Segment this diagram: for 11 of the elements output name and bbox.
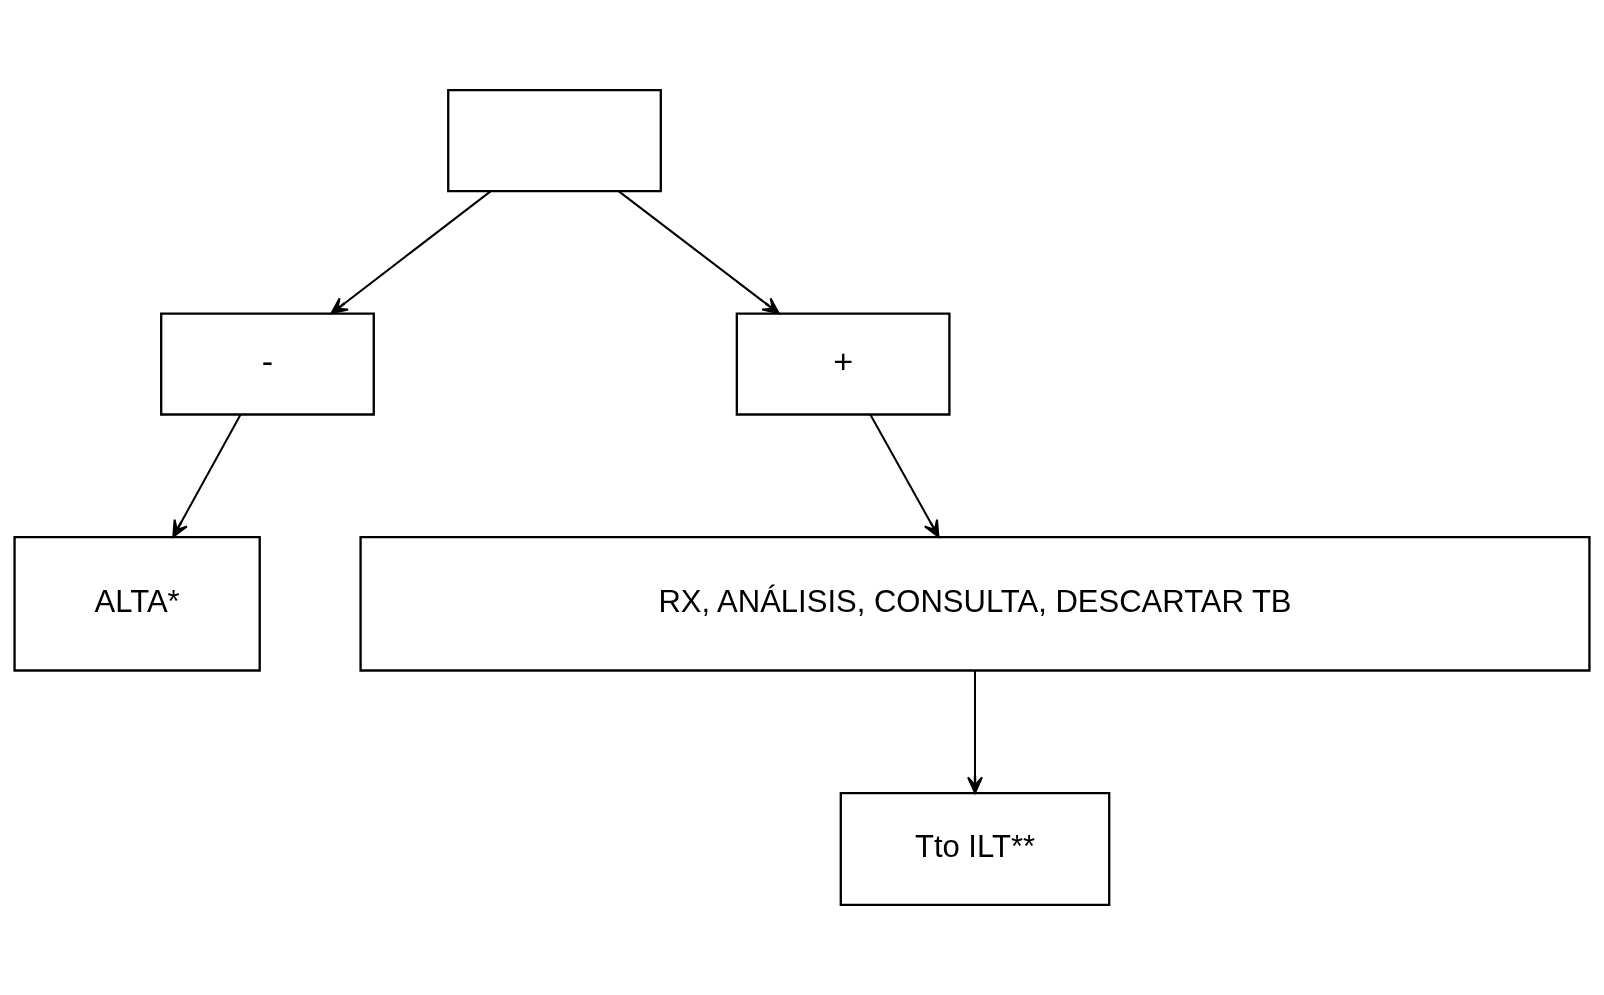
arrow (330, 190, 492, 315)
node-box: - (160, 312, 375, 416)
arrow (869, 414, 940, 538)
arrow (172, 414, 242, 538)
node-box: Tto ILT** (839, 791, 1111, 906)
node-box: ALTA* (13, 535, 261, 672)
node-box: + (735, 312, 951, 416)
node-box: RX, ANÁLISIS, CONSULTA, DESCARTAR TB (359, 535, 1591, 672)
arrow (617, 190, 780, 315)
arrow (967, 670, 983, 794)
node-box (447, 89, 662, 193)
